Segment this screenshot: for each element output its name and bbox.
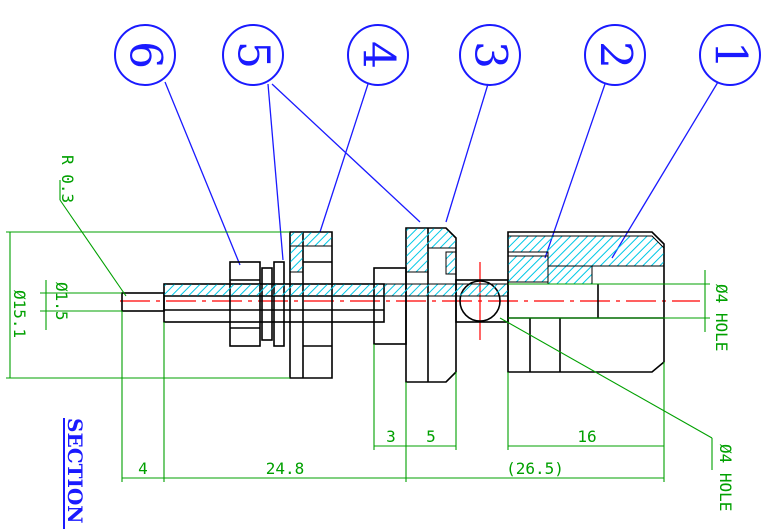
pin-diameter-label: Ø1.5 (52, 282, 71, 321)
callout-5: 5 (222, 24, 284, 86)
callout-5-label: 5 (228, 41, 279, 69)
callout-3-label: 3 (465, 41, 516, 69)
outer-diameter-label: Ø15.1 (10, 290, 29, 338)
callout-6: 6 (114, 24, 176, 86)
leader-lines (164, 81, 719, 266)
section-label-text: SECTION A (63, 418, 87, 529)
dim-5-label: 5 (426, 427, 436, 446)
section-label: SECTION A (63, 418, 87, 529)
dim-3-label: 3 (386, 427, 396, 446)
dim-24-8-label: 24.8 (266, 459, 305, 478)
callout-2: 2 (584, 24, 646, 86)
dim-26-5-label: (26.5) (506, 459, 564, 478)
dimension-lines (6, 180, 713, 482)
hole-label-right: Ø4 HOLE (712, 284, 731, 351)
hole-label-bottom: Ø4 HOLE (716, 444, 735, 511)
callout-6-label: 6 (120, 41, 171, 69)
radius-label: R 0.3 (58, 155, 77, 203)
section-hatching (163, 227, 665, 297)
dim-4-label: 4 (138, 459, 148, 478)
callout-1: 1 (699, 24, 761, 86)
callout-4-label: 4 (353, 41, 404, 69)
callout-4: 4 (347, 24, 409, 86)
callout-1-label: 1 (705, 41, 756, 69)
centerline (120, 262, 700, 340)
callout-2-label: 2 (590, 41, 641, 69)
callout-3: 3 (459, 24, 521, 86)
dim-16-label: 16 (577, 427, 596, 446)
